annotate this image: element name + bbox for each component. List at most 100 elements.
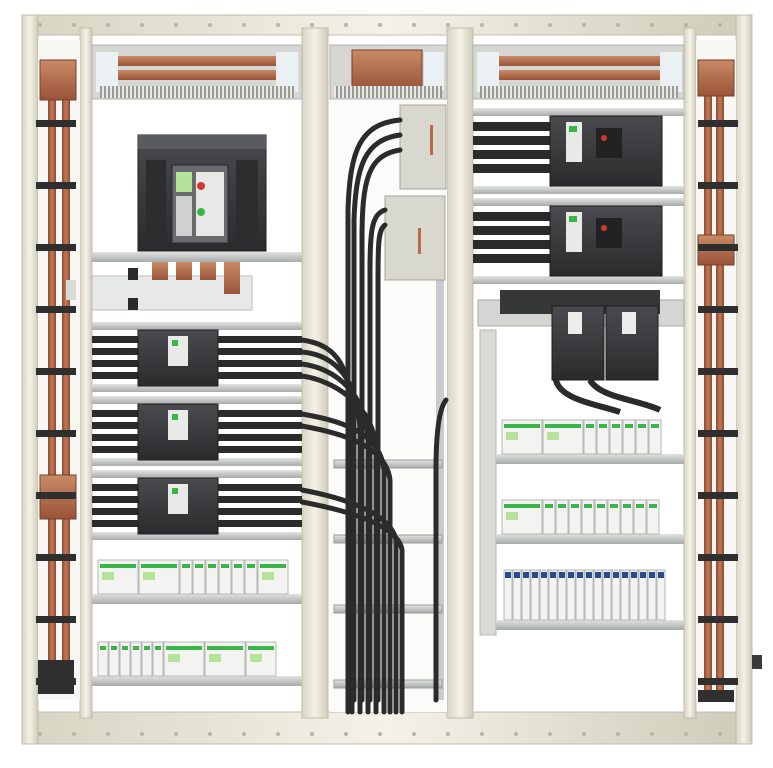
din-module bbox=[97, 641, 109, 677]
module-terminal bbox=[597, 504, 605, 508]
frame-hole bbox=[718, 23, 722, 27]
frame-hole bbox=[514, 23, 518, 27]
module-terminal bbox=[636, 504, 644, 508]
din-module bbox=[192, 559, 206, 595]
terminal-block bbox=[575, 569, 585, 621]
din-module bbox=[141, 641, 153, 677]
terminal-marker bbox=[577, 572, 583, 578]
incoming-cable bbox=[92, 422, 140, 429]
terminal-marker bbox=[532, 572, 538, 578]
module-terminal bbox=[651, 424, 659, 428]
mccb-cable bbox=[473, 150, 553, 159]
terminal-block bbox=[539, 569, 549, 621]
frame-hole bbox=[718, 732, 722, 736]
module-terminal bbox=[100, 564, 136, 568]
frame-hole bbox=[616, 23, 620, 27]
busbar-clamp bbox=[36, 616, 76, 623]
cable bbox=[345, 117, 403, 715]
frame-hole bbox=[72, 732, 76, 736]
outgoing-cable bbox=[218, 348, 302, 355]
din-rail bbox=[496, 534, 684, 544]
module-terminal bbox=[166, 646, 202, 650]
busbar-clamp bbox=[698, 430, 738, 437]
terminal-block bbox=[566, 569, 576, 621]
junction-boxes bbox=[384, 104, 447, 281]
mounting-rail bbox=[473, 276, 684, 284]
module-terminal bbox=[122, 646, 128, 650]
mccb-cable bbox=[473, 254, 553, 263]
frame-hole bbox=[480, 23, 484, 27]
terminal-block bbox=[503, 569, 513, 621]
busbar-clamp bbox=[698, 368, 738, 375]
module-terminal bbox=[504, 504, 540, 508]
mounting-rail bbox=[92, 384, 302, 392]
mounting-rail bbox=[473, 186, 684, 194]
frame-hole bbox=[446, 23, 450, 27]
module-terminal bbox=[221, 564, 229, 568]
din-rail bbox=[496, 620, 684, 630]
busbar-clamp bbox=[36, 244, 76, 251]
frame-hole bbox=[650, 23, 654, 27]
busbar-clamp bbox=[698, 678, 738, 685]
incoming-cable bbox=[92, 446, 140, 453]
cable bbox=[351, 132, 403, 703]
terminal-block bbox=[521, 569, 531, 621]
din-module bbox=[205, 559, 219, 595]
terminal-block bbox=[647, 569, 657, 621]
module-terminal bbox=[584, 504, 592, 508]
busbar-clamps-right bbox=[698, 120, 738, 685]
frame-hole bbox=[344, 23, 348, 27]
module-terminal bbox=[248, 646, 274, 650]
din-rail bbox=[496, 454, 684, 464]
incoming-cable bbox=[92, 496, 140, 503]
mounting-rail bbox=[92, 532, 302, 540]
left-din-rail-modules bbox=[92, 559, 302, 686]
mccb-indicator bbox=[172, 414, 178, 420]
outgoing-cable bbox=[218, 336, 302, 343]
terminal-marker bbox=[640, 572, 646, 578]
frame-hole bbox=[174, 732, 178, 736]
mounting-rail bbox=[92, 396, 302, 404]
top-busbar-supports bbox=[91, 44, 685, 100]
mccb-cable bbox=[473, 122, 553, 131]
module-terminal bbox=[155, 646, 161, 650]
module-display bbox=[547, 432, 559, 440]
mccb-indicator bbox=[569, 126, 577, 132]
module-terminal bbox=[182, 564, 190, 568]
module-terminal bbox=[111, 646, 117, 650]
module-terminal bbox=[623, 504, 631, 508]
din-rail bbox=[92, 594, 302, 604]
mccb-handle bbox=[596, 128, 622, 158]
module-display bbox=[168, 654, 180, 662]
din-module bbox=[620, 499, 634, 535]
terminal-block bbox=[557, 569, 567, 621]
mounting-rail bbox=[92, 322, 302, 330]
frame-hole bbox=[344, 732, 348, 736]
din-rail bbox=[92, 676, 302, 686]
mccb-cable bbox=[473, 212, 553, 221]
mccb-indicator bbox=[569, 216, 577, 222]
mccb-indicator bbox=[172, 340, 178, 346]
frame-hole bbox=[310, 732, 314, 736]
outgoing-cable bbox=[218, 360, 302, 367]
busbar-clamp bbox=[36, 306, 76, 313]
module-terminal bbox=[247, 564, 255, 568]
din-module bbox=[179, 559, 193, 595]
terminal-marker bbox=[604, 572, 610, 578]
incoming-cable bbox=[92, 336, 140, 343]
frame-hole bbox=[480, 732, 484, 736]
frame-hole bbox=[412, 23, 416, 27]
module-terminal bbox=[144, 646, 150, 650]
terminal-block bbox=[602, 569, 612, 621]
module-terminal bbox=[612, 424, 620, 428]
terminal-block bbox=[548, 569, 558, 621]
terminal-block bbox=[620, 569, 630, 621]
mccb-button bbox=[601, 135, 607, 141]
right-din-rail-modules bbox=[496, 419, 684, 630]
frame-hole bbox=[174, 23, 178, 27]
frame-hole bbox=[208, 732, 212, 736]
din-module bbox=[648, 419, 662, 455]
busbar-clamp bbox=[698, 244, 738, 251]
module-terminal bbox=[545, 504, 553, 508]
frame-hole bbox=[378, 23, 382, 27]
